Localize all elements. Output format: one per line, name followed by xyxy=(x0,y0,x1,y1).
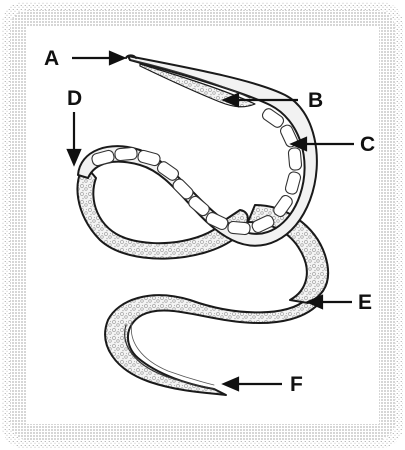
label-f: F xyxy=(290,374,303,395)
label-a: A xyxy=(44,48,59,69)
label-e: E xyxy=(358,292,372,313)
label-b: B xyxy=(308,90,323,111)
label-d: D xyxy=(67,88,82,109)
label-c: C xyxy=(360,134,375,155)
